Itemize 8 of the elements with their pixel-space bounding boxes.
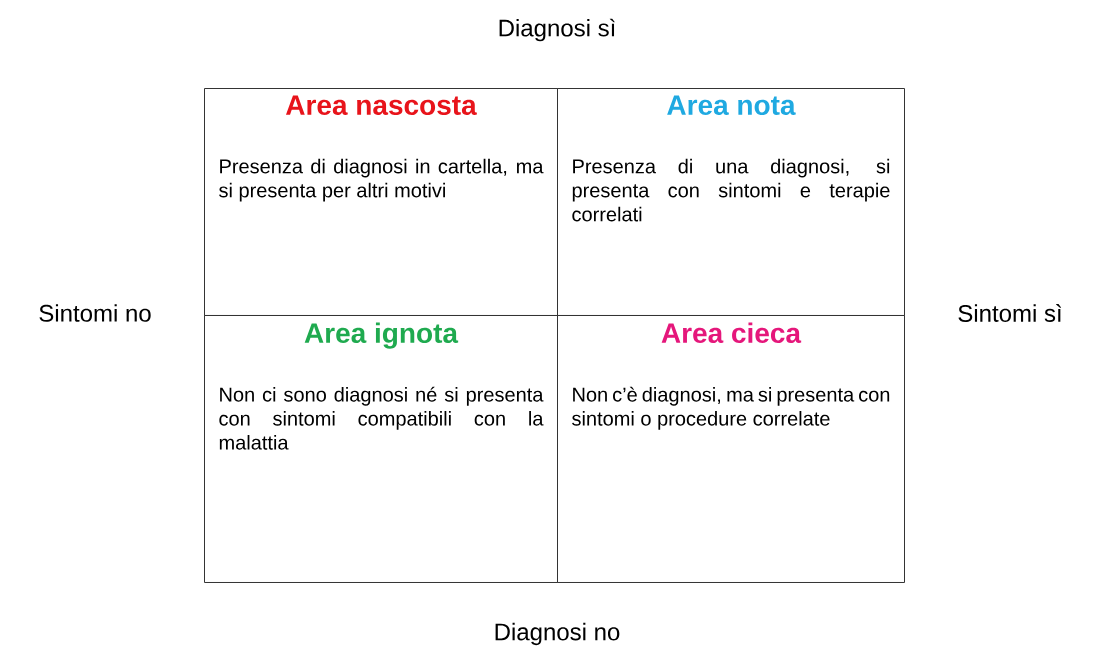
quadrant-cell: Area nota Presenza di una diagnosi, si presenta con sintomi e terapie correlati <box>557 88 905 316</box>
axis-label: Diagnosi no <box>495 622 620 646</box>
axis-label: Sintomi sì <box>958 304 1062 322</box>
axis-label: Diagnosi sì <box>499 18 615 42</box>
quadrant-cell: Area cieca Non c’è diagnosi, ma si presenta con sintomi o procedure correlate <box>557 315 905 583</box>
quadrant-cell: Area nascosta Presenza di diagnosi in cartella, ma si presenta per altri motivi <box>204 88 558 316</box>
axis-label: Sintomi no <box>39 304 151 322</box>
quadrant-cell: Area ignota Non ci sono diagnosi né si presenta con sintomi compatibili con la malattia <box>204 315 558 583</box>
